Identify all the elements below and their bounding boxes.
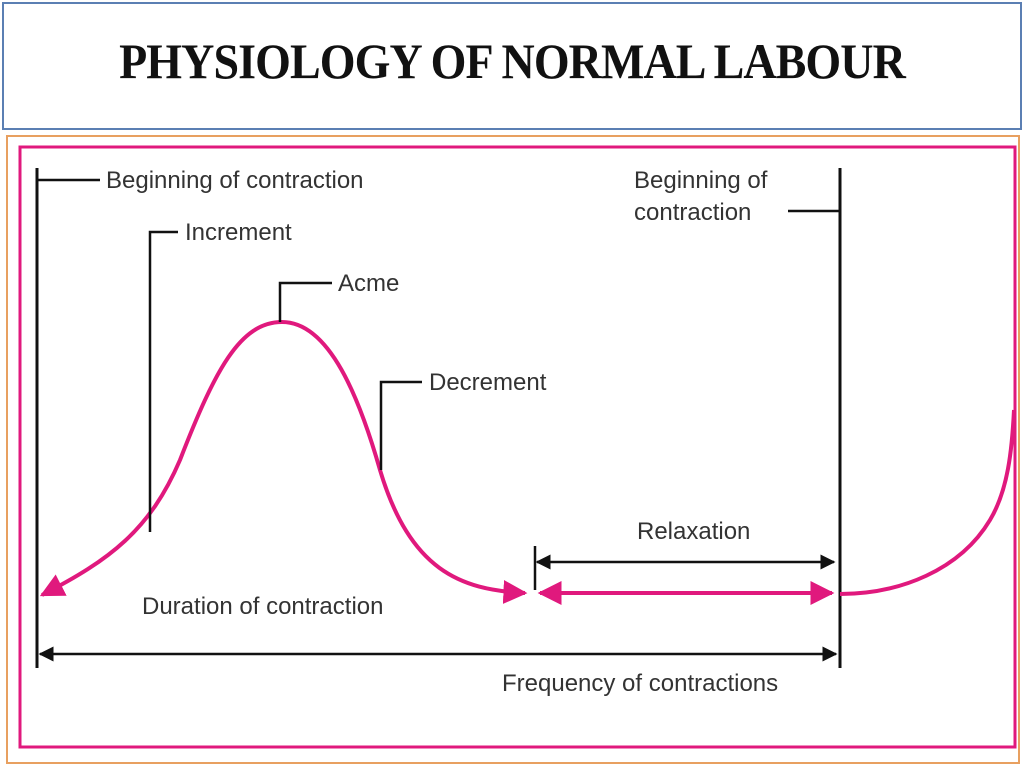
decrement-leader — [379, 380, 422, 470]
duration-label: Duration of contraction — [142, 593, 383, 620]
beginning-right-label-line1: Beginning of — [634, 167, 768, 194]
beginning-right-label-line2: contraction — [634, 199, 751, 226]
title-bar: PHYSIOLOGY OF NORMAL LABOUR — [2, 2, 1022, 130]
relaxation-label: Relaxation — [637, 518, 750, 545]
contraction-curve — [39, 319, 528, 604]
beginning-left-label: Beginning of contraction — [106, 167, 364, 194]
increment-label: Increment — [185, 219, 292, 246]
increment-leader — [148, 230, 178, 532]
frequency-label: Frequency of contractions — [502, 670, 778, 697]
inner-frame — [18, 145, 1017, 749]
next-contraction-curve — [839, 409, 1016, 596]
page-title: PHYSIOLOGY OF NORMAL LABOUR — [119, 33, 906, 89]
acme-label: Acme — [338, 270, 399, 297]
acme-leader — [278, 281, 332, 322]
decrement-label: Decrement — [429, 369, 547, 396]
